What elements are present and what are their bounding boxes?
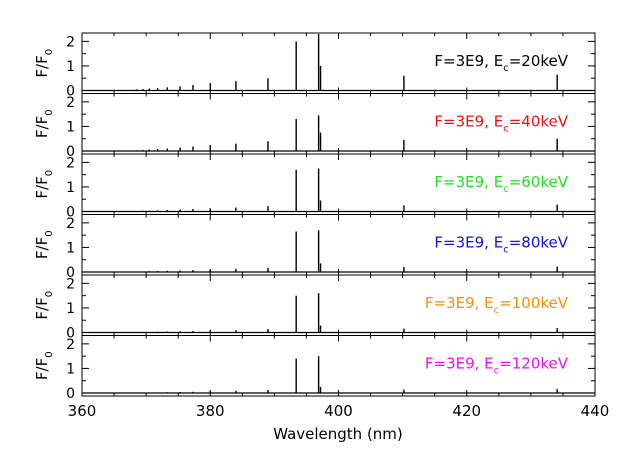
y-tick-label: 0 (66, 265, 75, 281)
panel-label: F=3E9, Ec=120keV (425, 355, 569, 377)
y-axis-label-main: F/F (33, 55, 51, 77)
y-tick-label: 0 (66, 84, 75, 100)
panel-label-tail: =100keV (499, 294, 569, 312)
y-axis-label-sub: 0 (44, 230, 55, 236)
y-axis-label: F/F0 (33, 109, 55, 138)
y-tick-label: 1 (66, 59, 75, 75)
panel-label: F=3E9, Ec=40keV (434, 113, 568, 135)
x-tick-label: 400 (324, 402, 353, 420)
panel-label-sub: c (494, 366, 500, 377)
x-tick-label: 420 (452, 402, 481, 420)
x-tick-label: 380 (196, 402, 225, 420)
panel-label-main: F=3E9, E (425, 355, 494, 373)
panel-label-main: F=3E9, E (434, 113, 503, 131)
y-tick-label: 1 (66, 119, 75, 135)
y-axis-label-main: F/F (33, 358, 51, 380)
y-tick-label: 1 (66, 240, 75, 256)
y-axis-label-main: F/F (33, 176, 51, 198)
panel-label-sub: c (494, 305, 500, 316)
y-axis-label-sub: 0 (44, 291, 55, 297)
panel-label-main: F=3E9, E (434, 173, 503, 191)
y-axis-label-main: F/F (33, 237, 51, 259)
y-tick-label: 1 (66, 180, 75, 196)
y-tick-label: 2 (66, 337, 75, 353)
panel-label: F=3E9, Ec=80keV (434, 234, 568, 256)
y-tick-label: 1 (66, 361, 75, 377)
y-axis-label: F/F0 (33, 291, 55, 320)
y-tick-label: 0 (66, 326, 75, 342)
y-axis-label: F/F0 (33, 49, 55, 78)
y-tick-label: 2 (66, 216, 75, 232)
panel-label-tail: =40keV (509, 113, 569, 131)
x-axis: 360 380 400 420 440 (68, 402, 610, 420)
y-tick-label: 2 (66, 95, 75, 111)
panel-label: F=3E9, Ec=60keV (434, 173, 568, 195)
panel-label-sub: c (503, 63, 509, 74)
y-axis-label-sub: 0 (44, 49, 55, 55)
y-tick-label: 0 (66, 386, 75, 402)
y-tick-label: 1 (66, 301, 75, 317)
y-tick-label: 0 (66, 205, 75, 221)
panel-label-sub: c (503, 184, 509, 195)
y-axis-label-sub: 0 (44, 109, 55, 115)
panel-label-tail: =120keV (499, 355, 569, 373)
y-axis-label: F/F0 (33, 351, 55, 380)
y-tick-label: 0 (66, 144, 75, 160)
x-tick-label: 440 (581, 402, 610, 420)
panel-label-main: F=3E9, E (425, 294, 494, 312)
y-tick-label: 2 (66, 155, 75, 171)
y-tick-label: 2 (66, 34, 75, 50)
panel-label-sub: c (503, 245, 509, 256)
panel-label-sub: c (503, 124, 509, 135)
y-axis-label: F/F0 (33, 230, 55, 259)
x-tick-label: 360 (68, 402, 97, 420)
panel-label-tail: =60keV (509, 173, 569, 191)
panel-label-tail: =80keV (509, 234, 569, 252)
panel-label: F=3E9, Ec=20keV (434, 52, 568, 74)
y-tick-label: 2 (66, 276, 75, 292)
y-axis-label-sub: 0 (44, 170, 55, 176)
panel-label-main: F=3E9, E (434, 52, 503, 70)
y-axis-label-sub: 0 (44, 351, 55, 357)
panel-label: F=3E9, Ec=100keV (425, 294, 569, 316)
y-axis-label-main: F/F (33, 297, 51, 319)
panel-label-tail: =20keV (509, 52, 569, 70)
x-axis-label: Wavelength (nm) (273, 425, 403, 443)
panel-label-main: F=3E9, E (434, 234, 503, 252)
y-axis-label-main: F/F (33, 116, 51, 138)
y-axis-label: F/F0 (33, 170, 55, 199)
